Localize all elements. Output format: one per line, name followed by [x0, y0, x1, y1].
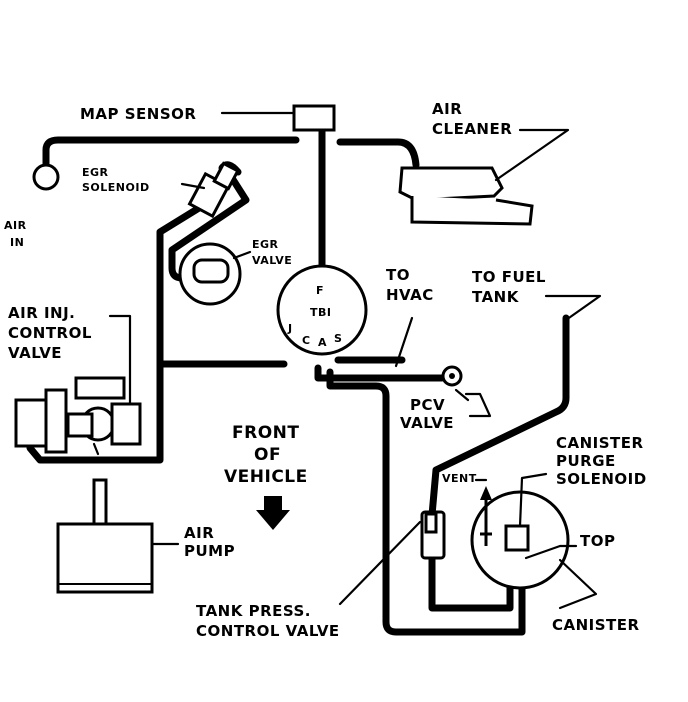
label-egr-valve-2: VALVE: [252, 254, 292, 267]
label-canister-purge-1: CANISTER: [556, 434, 644, 452]
label-to-hvac-1: TO: [386, 266, 410, 284]
label-tbi-c: C: [302, 334, 311, 347]
label-map-sensor: MAP SENSOR: [80, 105, 196, 123]
label-air-pump-1: AIR: [184, 524, 214, 542]
air-in-filter: [32, 163, 60, 191]
label-front-1: FRONT: [232, 423, 299, 443]
label-tbi: TBI: [310, 306, 331, 319]
hvac-fitting: [394, 316, 414, 368]
hose-map-to-air-cleaner: [336, 138, 420, 169]
label-front-3: VEHICLE: [224, 467, 308, 487]
egr-valve: [178, 242, 242, 306]
label-tbi-s: S: [334, 332, 342, 345]
label-vent: VENT: [442, 472, 477, 485]
label-air-cleaner-2: CLEANER: [432, 120, 512, 138]
label-top: TOP: [580, 532, 615, 550]
hose-tbi-to-canister: [326, 368, 526, 636]
label-air-inj-2: CONTROL: [8, 324, 92, 342]
label-air-in-1: AIR: [4, 219, 27, 232]
hose-tbi-to-pcv: [314, 364, 446, 382]
pcv-valve: [441, 365, 463, 387]
label-to-fuel-tank-2: TANK: [472, 288, 520, 306]
air-pump: [56, 478, 154, 594]
hose-air-in-to-map: [42, 136, 300, 172]
tbi-unit: [276, 264, 368, 356]
label-tbi-f: F: [316, 284, 324, 297]
canister-purge-solenoid: [504, 524, 530, 552]
label-front-2: OF: [254, 445, 281, 465]
label-tpcv-1: TANK PRESS.: [196, 602, 311, 620]
label-pcv-valve-2: VALVE: [400, 414, 454, 432]
label-tpcv-2: CONTROL VALVE: [196, 622, 340, 640]
egr-solenoid: [187, 161, 240, 219]
label-air-inj-3: VALVE: [8, 344, 62, 362]
label-egr-solenoid-1: EGR: [82, 166, 109, 179]
hose-egr-solenoid-left: [26, 196, 216, 464]
label-egr-valve-1: EGR: [252, 238, 279, 251]
label-canister-purge-2: PURGE: [556, 452, 616, 470]
label-air-inj-1: AIR INJ.: [8, 304, 75, 322]
label-canister-purge-3: SOLENOID: [556, 470, 647, 488]
air-cleaner: [398, 166, 534, 226]
leader-lines: [108, 111, 602, 610]
label-canister: CANISTER: [552, 616, 640, 634]
map-sensor: [292, 104, 336, 132]
tank-press-control-valve: [420, 510, 446, 560]
air-inj-control-valve: [14, 376, 142, 456]
front-arrow-icon: [256, 496, 290, 530]
label-tbi-a: A: [318, 336, 327, 349]
label-tbi-j: J: [287, 322, 293, 335]
label-air-cleaner-1: AIR: [432, 100, 462, 118]
vent-arrow-icon: [480, 486, 492, 546]
label-to-fuel-tank-1: TO FUEL: [472, 268, 546, 286]
hose-fuel-tank-line: [428, 314, 570, 519]
label-to-hvac-2: HVAC: [386, 286, 434, 304]
label-egr-solenoid-2: SOLENOID: [82, 181, 150, 194]
label-air-in-2: IN: [10, 236, 24, 249]
label-air-pump-2: PUMP: [184, 542, 235, 560]
label-pcv-valve-1: PCV: [410, 396, 445, 414]
